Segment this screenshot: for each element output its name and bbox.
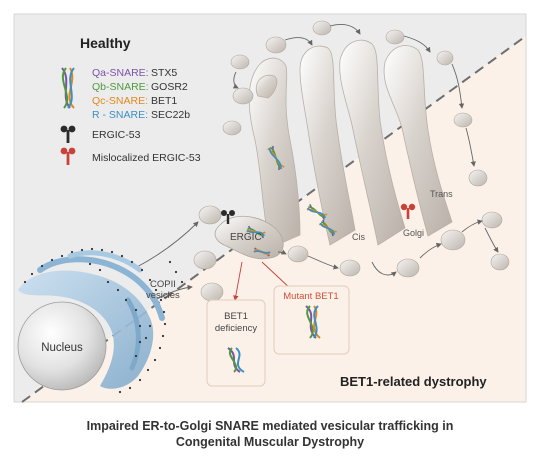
golgi-cisterna-4 [383,45,453,237]
legend-qc-value: BET1 [151,95,177,107]
golgi-label: Golgi [403,228,424,238]
vesicle [232,87,254,105]
golgi-cisterna-3 [339,39,406,246]
mutant-arrows [233,261,293,301]
vesicle [200,282,224,302]
nucleus-label: Nucleus [41,342,83,354]
vesicle [385,29,405,45]
vesicle [481,211,503,229]
golgi-budding-tip [255,74,278,99]
vesicle [490,253,510,271]
trafficking-arrows [134,23,499,301]
legend-qb-value: GOSR2 [151,81,188,93]
ergic-label: ERGIC [230,232,262,243]
cis-label: Cis [352,232,365,242]
ribosomes [23,247,184,394]
caption-line-2: Congenital Muscular Dystrophy [175,435,365,449]
ergic-compartment [214,215,284,260]
legend-snare-icon [61,67,75,109]
ergic53-icon-healthy [221,210,235,224]
panel-frame [13,13,527,403]
legend-r-value: SEC22b [151,109,190,121]
vesicles [193,20,510,302]
endoplasmic-reticulum [18,250,165,389]
copii-label-line2: vesicles [146,290,180,301]
copii-label-line1: COPII [150,279,176,290]
legend-qc-prefix: Qc-SNARE: [92,95,148,107]
bet1-deficiency-box [206,299,266,387]
legend-ergic53-icon [60,125,76,143]
vesicle [230,54,250,70]
vesicle [312,20,332,36]
nucleus [17,301,107,391]
golgi-cisterna-2 [299,45,356,246]
bet1-deficiency-line2: deficiency [215,323,257,334]
snare-complexes [246,145,337,257]
diagram-canvas: Healthy Qa-SNARE: STX5 Qb-SNARE: GOSR2 Q… [13,13,527,403]
mutant-bet1-label: Mutant BET1 [283,291,338,302]
panel-top-label: Healthy [80,35,131,51]
vesicle [265,36,287,54]
vesicle [287,245,309,263]
bet1-deficiency-line1: BET1 [224,311,248,322]
caption-line-1: Impaired ER-to-Golgi SNARE mediated vesi… [86,419,454,433]
vesicle [396,258,420,278]
legend-ergic53-label: ERGIC-53 [92,129,141,141]
legend-mislocalized-label: Mislocalized ERGIC-53 [92,152,201,164]
legend-qa-value: STX5 [151,67,177,79]
figure-caption: Impaired ER-to-Golgi SNARE mediated vesi… [0,418,540,450]
legend-mislocalized-ergic53-icon [60,147,76,165]
vesicle [222,120,242,136]
mutant-bet1-snare [305,305,321,339]
panel-bottom-label: BET1-related dystrophy [340,374,487,389]
vesicle [193,250,217,270]
vesicle [339,259,361,277]
trans-label: Trans [430,189,453,199]
vesicle [436,50,454,66]
mislocalized-ergic53-icon-golgi [400,203,416,219]
legend-qb-prefix: Qb-SNARE: [92,81,149,93]
legend-qa-prefix: Qa-SNARE: [92,67,149,79]
vesicle [468,169,488,187]
bet1-deficiency-snare [227,347,245,373]
vesicle [440,229,466,251]
vesicle [453,112,473,128]
vesicle [198,205,222,225]
legend-r-prefix: R - SNARE: [92,109,148,121]
